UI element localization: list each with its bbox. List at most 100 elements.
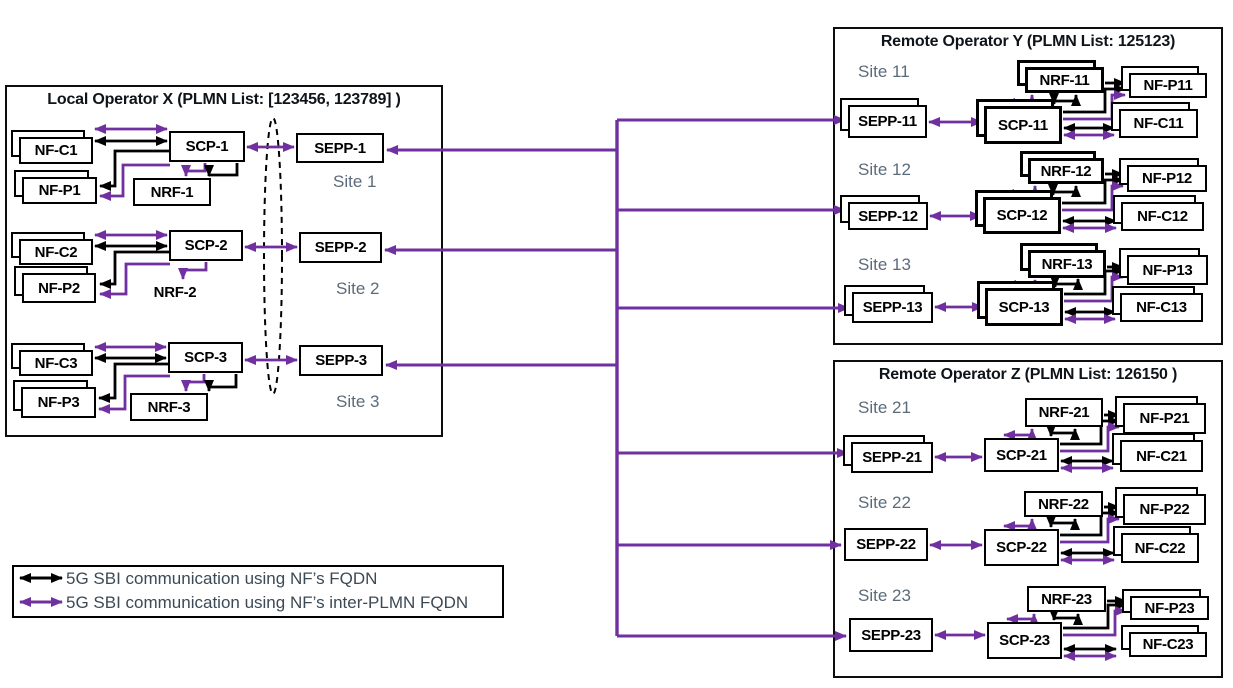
inter-plmn-arrow: [98, 374, 170, 414]
site-label-site-23: Site 23: [858, 586, 911, 605]
node-sepp-12-body: SEPP-12: [848, 202, 928, 230]
node-nf-p12-body: NF-P12: [1127, 165, 1207, 192]
node-nf-c12: NF-C12: [1113, 195, 1204, 231]
node-nf-p2-label: NF-P2: [38, 279, 80, 297]
node-nf-p22-label: NF-P22: [1139, 501, 1190, 518]
node-nf-p12: NF-P12: [1119, 158, 1207, 192]
node-nf-c11-body: NF-C11: [1119, 109, 1198, 138]
inter-plmn-arrow: [1003, 428, 1037, 440]
sbi-arrow: [1048, 184, 1081, 197]
node-sepp-23-body: SEPP-23: [849, 618, 933, 652]
node-sepp-3-label: SEPP-3: [315, 352, 367, 369]
site-label-site-1: Site 1: [333, 172, 377, 191]
sbi-arrow: [1050, 276, 1083, 290]
node-sepp-2-body: SEPP-2: [299, 232, 382, 263]
node-nf-c22-body: NF-C22: [1121, 533, 1199, 563]
node-scp-21-label: SCP-21: [996, 446, 1047, 464]
node-sepp-11-body: SEPP-11: [848, 105, 927, 138]
node-nrf-2-label: NRF-2: [153, 283, 197, 301]
sbi-arrow: [1062, 175, 1124, 205]
node-scp-2-label: SCP-2: [184, 237, 228, 254]
operator-box-remote-y: Remote Operator Y (PLMN List: 125123): [833, 27, 1223, 345]
node-scp-23: SCP-23: [987, 622, 1062, 659]
node-nf-p13-body: NF-P13: [1127, 255, 1208, 285]
site-label-site-12: Site 12: [858, 160, 911, 179]
operator-title-remote-z: Remote Operator Z (PLMN List: 126150 ): [878, 366, 1178, 383]
node-nf-c3: NF-C3: [11, 343, 93, 376]
node-nf-c2-body: NF-C2: [19, 239, 93, 265]
node-nf-p13-label: NF-P13: [1142, 261, 1193, 279]
node-nf-p22: NF-P22: [1115, 487, 1206, 525]
inter-plmn-arrow: [181, 374, 206, 392]
sbi-arrow: [1060, 416, 1120, 446]
node-sepp-1-label: SEPP-1: [314, 139, 366, 157]
operator-title-local-x: Local Operator X (PLMN List: [123456, 12…: [47, 91, 401, 108]
node-sepp-21-body: SEPP-21: [851, 442, 933, 473]
node-sepp-21-label: SEPP-21: [862, 449, 922, 466]
node-nf-p21-label: NF-P21: [1139, 410, 1190, 427]
node-nf-c1-body: NF-C1: [19, 137, 93, 164]
node-sepp-13-label: SEPP-13: [862, 299, 923, 316]
sbi-arrow: [1049, 609, 1083, 625]
node-nf-c12-label: NF-C12: [1137, 208, 1188, 225]
node-nf-c23-body: NF-C23: [1129, 632, 1207, 657]
node-nf-c1: NF-C1: [11, 130, 93, 164]
sbi-arrow: [1060, 508, 1120, 537]
sbi-arrow: [1046, 425, 1080, 440]
node-scp-23-label: SCP-23: [999, 632, 1050, 649]
node-nrf-12: NRF-12: [1020, 151, 1104, 184]
node-nf-p3: NF-P3: [13, 380, 96, 418]
node-scp-12-body: SCP-12: [983, 197, 1061, 234]
node-sepp-3-body: SEPP-3: [299, 345, 383, 376]
node-nrf-13: NRF-13: [1020, 243, 1106, 278]
node-nf-p21: NF-P21: [1115, 396, 1206, 434]
operator-box-remote-z: Remote Operator Z (PLMN List: 126150 ): [833, 360, 1223, 678]
site-label-site-21: Site 21: [858, 398, 911, 417]
sbi-arrow: [99, 149, 169, 191]
node-scp-1-body: SCP-1: [169, 131, 245, 162]
node-scp-22-label: SCP-22: [996, 539, 1047, 556]
node-nrf-1: NRF-1: [133, 178, 211, 206]
node-nrf-3-label: NRF-3: [147, 398, 191, 416]
node-nf-p3-label: NF-P3: [37, 394, 80, 411]
inter-plmn-arrow: [1006, 613, 1039, 625]
node-nf-c2-label: NF-C2: [34, 243, 78, 261]
node-scp-3: SCP-3: [168, 342, 243, 373]
node-nrf-23: NRF-23: [1027, 586, 1106, 612]
sbi-arrow: [1049, 93, 1081, 106]
node-sepp-13: SEPP-13: [844, 285, 933, 323]
node-nrf-21: NRF-21: [1025, 398, 1103, 427]
sbi-arrow: [1063, 600, 1127, 630]
inter-plmn-arrow: [99, 262, 170, 299]
node-nrf-2-body: NRF-2: [144, 281, 206, 303]
node-nf-p23-body: NF-P23: [1130, 596, 1209, 620]
inter-plmn-arrow: [1060, 422, 1120, 453]
node-nrf-22: NRF-22: [1024, 491, 1103, 517]
node-scp-11-body: SCP-11: [984, 106, 1062, 144]
node-nf-p1: NF-P1: [14, 170, 97, 204]
node-nf-p21-body: NF-P21: [1123, 403, 1206, 434]
node-scp-11: SCP-11: [976, 99, 1062, 144]
node-nrf-2: NRF-2: [144, 281, 206, 303]
node-nf-p13: NF-P13: [1119, 248, 1208, 285]
node-sepp-2: SEPP-2: [299, 232, 382, 263]
site-label-site-22: Site 22: [858, 493, 911, 512]
node-nf-c11: NF-C11: [1111, 102, 1198, 138]
node-nf-c23-label: NF-C23: [1142, 636, 1194, 653]
node-nf-p11-label: NF-P11: [1143, 77, 1193, 94]
node-sepp-22-body: SEPP-22: [844, 528, 928, 561]
node-nf-c22-label: NF-C22: [1134, 539, 1186, 557]
sbi-arrow: [99, 250, 169, 289]
sbi-arrow: [204, 163, 239, 177]
site-label-site-11: Site 11: [858, 62, 910, 81]
node-scp-23-body: SCP-23: [987, 622, 1062, 659]
node-sepp-23-label: SEPP-23: [861, 626, 921, 644]
operator-title-remote-y: Remote Operator Y (PLMN List: 125123): [880, 33, 1176, 50]
node-nf-p23-label: NF-P23: [1144, 599, 1195, 617]
sbi-arrow: [1064, 266, 1124, 296]
node-sepp-12-label: SEPP-12: [858, 207, 918, 225]
node-nrf-1-body: NRF-1: [133, 178, 211, 206]
node-scp-1-label: SCP-1: [185, 138, 229, 155]
